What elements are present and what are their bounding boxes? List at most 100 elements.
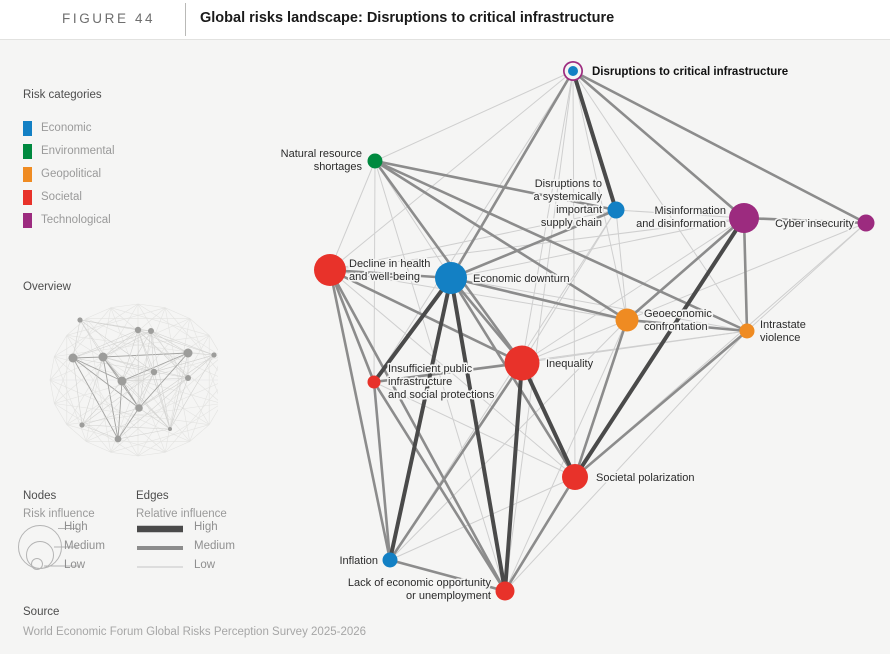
risk-network-graph[interactable]: Disruptions to critical infrastructureNa…	[0, 39, 890, 654]
network-edge	[328, 268, 376, 384]
network-node[interactable]	[382, 552, 398, 568]
risk-category-item[interactable]: Geopolitical	[23, 167, 101, 182]
network-edge	[573, 216, 746, 479]
network-node[interactable]	[857, 214, 875, 232]
network-edge	[504, 70, 574, 592]
network-edge	[373, 381, 576, 478]
category-color-swatch	[23, 121, 32, 136]
category-color-swatch	[23, 144, 32, 159]
risk-category-item[interactable]: Environmental	[23, 144, 115, 159]
page-title: Global risks landscape: Disruptions to c…	[200, 10, 615, 26]
network-edge	[521, 70, 574, 364]
network-edge	[389, 476, 576, 561]
network-edge	[571, 69, 746, 220]
network-edge	[389, 319, 628, 561]
network-edge	[372, 380, 392, 562]
network-node[interactable]	[314, 254, 346, 286]
network-edge	[571, 69, 618, 212]
edge-legend-medium: Medium	[194, 540, 235, 552]
network-node[interactable]	[607, 201, 625, 219]
network-edge	[373, 159, 629, 322]
network-edge	[742, 216, 868, 225]
network-edge	[746, 222, 867, 332]
network-edge	[328, 268, 392, 562]
network-node[interactable]	[504, 345, 540, 381]
network-node[interactable]	[615, 308, 639, 332]
network-edge	[572, 70, 628, 321]
category-color-swatch	[23, 213, 32, 228]
network-edge	[328, 268, 524, 365]
nodes-legend-subtitle: Risk influence	[23, 508, 95, 520]
category-label: Economic	[41, 122, 92, 134]
edges-legend-subtitle: Relative influence	[136, 508, 227, 520]
network-edge	[388, 558, 507, 593]
network-edge	[573, 329, 749, 479]
network-edge	[742, 216, 749, 333]
node-label: Inequality	[546, 358, 594, 370]
node-label: Economic downturn	[473, 273, 570, 285]
risk-category-item[interactable]: Societal	[23, 190, 82, 205]
network-edge	[329, 70, 574, 271]
network-edge	[373, 159, 749, 333]
network-edge	[521, 217, 745, 364]
network-edge	[615, 209, 745, 219]
network-edge	[572, 70, 576, 478]
risk-category-item[interactable]: Technological	[23, 213, 111, 228]
network-node[interactable]	[729, 203, 759, 233]
category-label: Environmental	[41, 145, 115, 157]
network-edge	[625, 318, 749, 333]
node-legend-medium: Medium	[64, 540, 105, 552]
network-edge	[450, 217, 745, 279]
network-edge	[503, 361, 524, 593]
risk-categories-title: Risk categories	[23, 89, 102, 101]
network-node[interactable]	[568, 66, 578, 76]
network-node[interactable]	[562, 464, 588, 490]
edges-legend-title: Edges	[136, 490, 169, 502]
network-node[interactable]	[435, 262, 467, 294]
network-edge	[388, 361, 524, 562]
network-edge	[450, 277, 748, 332]
network-edge	[615, 209, 628, 321]
risk-category-item[interactable]: Economic	[23, 121, 92, 136]
network-edge	[373, 159, 524, 365]
node-size-legend-glyph	[18, 525, 78, 570]
network-edge	[373, 159, 618, 212]
network-edge	[504, 330, 748, 592]
network-edge	[374, 160, 506, 592]
category-label: Technological	[41, 214, 111, 226]
overview-thumbnail	[49, 303, 218, 457]
network-edge	[520, 361, 577, 479]
network-edge	[373, 70, 574, 383]
category-color-swatch	[23, 167, 32, 182]
network-node[interactable]	[495, 581, 515, 601]
network-edge	[521, 319, 628, 364]
node-label: Disruptions to critical infrastructure	[592, 66, 788, 78]
category-color-swatch	[23, 190, 32, 205]
network-edge	[449, 276, 524, 365]
overview-title: Overview	[23, 281, 71, 293]
network-edge	[449, 69, 575, 280]
network-edge	[388, 276, 453, 562]
network-node[interactable]	[739, 323, 755, 339]
network-labels-layer: Disruptions to critical infrastructureNa…	[279, 64, 856, 603]
network-node[interactable]	[367, 153, 383, 169]
node-legend-high: High	[64, 521, 88, 533]
network-edge	[374, 70, 574, 162]
edge-legend-low: Low	[194, 559, 216, 571]
header-bottom-rule	[0, 39, 890, 40]
network-edge	[372, 276, 453, 384]
network-node[interactable]	[367, 375, 381, 389]
figure-number: FIGURE 44	[62, 11, 156, 26]
network-edge	[573, 318, 629, 479]
network-edge	[373, 160, 376, 383]
network-edge	[372, 380, 507, 593]
network-edge	[449, 208, 618, 280]
